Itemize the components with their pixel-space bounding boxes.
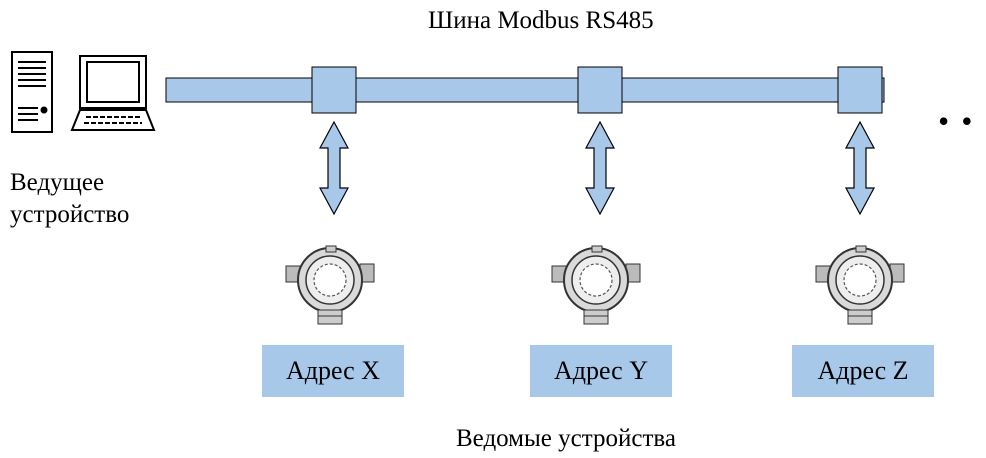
computer-icon — [11, 51, 156, 133]
master-label-line2: устройство — [10, 201, 130, 228]
address-label-y: Адрес Y — [530, 345, 672, 397]
bus-connector-x — [311, 66, 357, 114]
modbus-bus — [165, 77, 885, 103]
slaves-label: Ведомые устройства — [456, 425, 676, 452]
transmitter-icon — [815, 245, 905, 325]
bus-label: Шина Modbus RS485 — [428, 7, 654, 34]
bus-connector-z — [837, 66, 883, 114]
transmitter-icon — [551, 245, 641, 325]
master-label-line1: Ведущее — [10, 169, 105, 196]
bus-connector-y — [577, 66, 623, 114]
continuation-ellipsis: • • — [938, 103, 975, 139]
arrow-z — [844, 120, 876, 216]
arrow-y — [584, 120, 616, 216]
arrow-x — [318, 120, 350, 216]
address-label-z: Адрес Z — [792, 345, 934, 397]
address-label-x: Адрес X — [262, 345, 404, 397]
transmitter-icon — [285, 245, 375, 325]
